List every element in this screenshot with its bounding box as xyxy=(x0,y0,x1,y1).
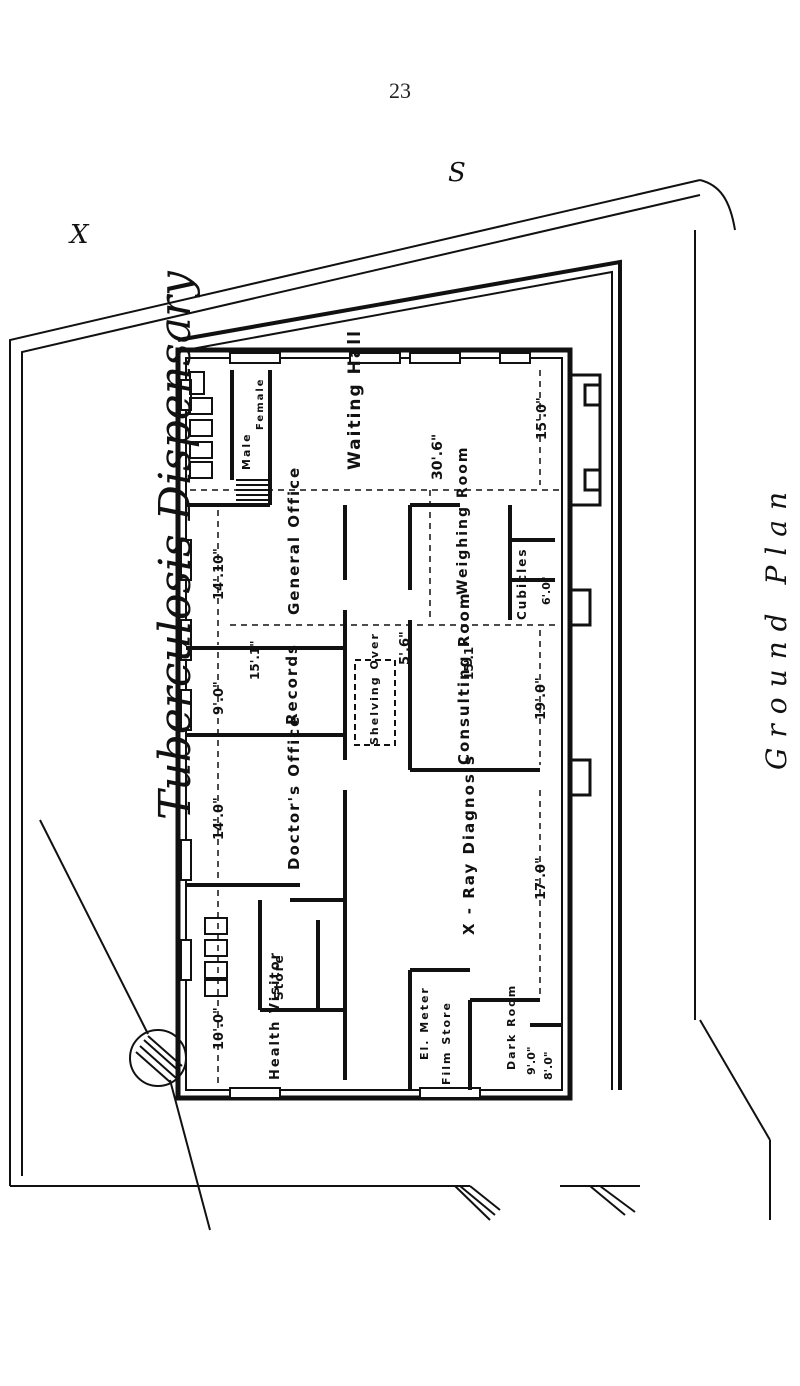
dim-dark-room-depth: 9'.0" xyxy=(525,1046,538,1075)
boundary-wall xyxy=(177,259,622,1090)
entrance-porches xyxy=(568,373,602,797)
shelving-box xyxy=(354,659,396,746)
dim-consulting-width: 19'.0" xyxy=(534,677,549,720)
room-label-female: Female xyxy=(255,377,266,430)
room-label-xray: X - Ray Diagnosis xyxy=(460,754,478,935)
gate-hatch xyxy=(454,1185,636,1221)
dim-dark-room-width: 8'.0" xyxy=(542,1051,555,1080)
wc-fixtures xyxy=(189,371,228,997)
dimension-lines xyxy=(190,370,560,1085)
room-label-film-store: Film Store xyxy=(440,1001,453,1085)
dim-xray-width: 17'.0" xyxy=(534,857,549,900)
dim-waiting-right: 15'.0" xyxy=(535,397,550,440)
dim-general-office-depth: 15'.1" xyxy=(248,640,262,680)
interior-walls xyxy=(186,370,562,1090)
dim-weighing-depth: 5'.6" xyxy=(398,631,413,665)
room-label-doctors-office: Doctor's Office xyxy=(285,714,303,870)
dim-general-office-width: 14'.10" xyxy=(212,548,227,600)
room-label-weighing-room: Weighing Room xyxy=(455,445,471,596)
windows-bottom xyxy=(229,1087,481,1099)
stairs xyxy=(236,479,268,501)
dim-records-width: 9'.0" xyxy=(212,681,227,715)
room-label-waiting-hall: Waiting Hall xyxy=(345,329,365,470)
room-label-el-meter: El. Meter xyxy=(418,986,431,1060)
north-point-emblem xyxy=(39,819,211,1231)
room-label-dark-room: Dark Room xyxy=(505,983,518,1070)
diagram-title: Tuberculosis Dispensary xyxy=(150,271,201,820)
room-label-male: Male xyxy=(240,432,253,470)
room-label-shelving-over: Shelving Over xyxy=(368,632,381,745)
street-label-left: X xyxy=(70,220,89,250)
windows-top xyxy=(229,352,531,364)
page-number: 23 xyxy=(389,78,411,103)
room-label-general-office: General Office xyxy=(285,465,303,615)
dim-cubicles-small: 6'.0" xyxy=(540,576,553,605)
room-label-health-visitor: Health Visitor xyxy=(268,951,283,1080)
room-label-records: Records xyxy=(283,643,301,725)
street-label-right: S xyxy=(448,158,466,188)
room-label-cubicles: Cubicles xyxy=(515,547,529,620)
dim-health-visitor-width: 10'.0" xyxy=(212,1007,227,1050)
right-boundary xyxy=(694,230,771,1220)
dim-doctors-office-width: 14'.0" xyxy=(212,797,227,840)
dim-cubicles-depth: 15'.1" xyxy=(462,640,476,680)
dim-waiting-depth: 30'.6" xyxy=(430,433,446,480)
windows-left xyxy=(180,379,192,981)
diagram-subtitle: Ground Plan xyxy=(760,481,793,770)
